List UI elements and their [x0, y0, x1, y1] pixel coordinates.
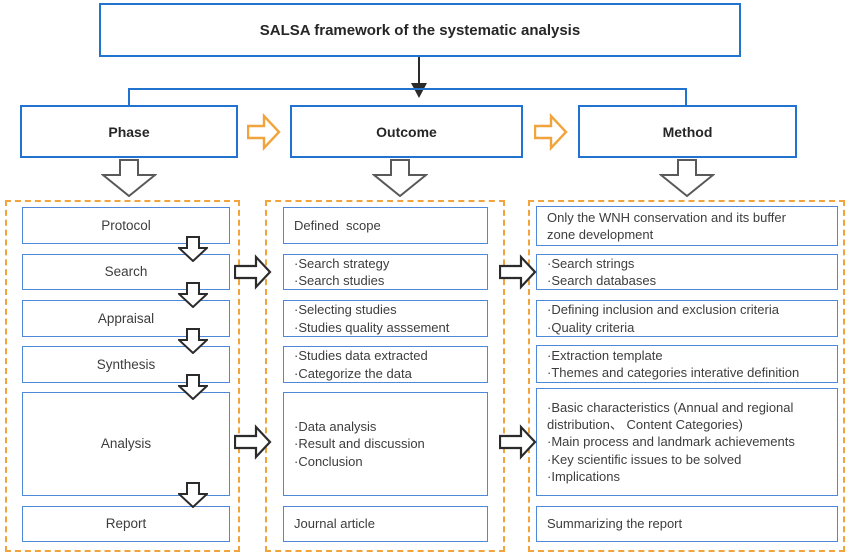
branch-connector-right-stub [685, 88, 687, 105]
hollow-right-arrow-icon [499, 424, 537, 460]
phase-step-analysis: Analysis [22, 392, 230, 496]
outcome-node-analysis: ·Data analysis ·Result and discussion ·C… [283, 392, 488, 496]
hollow-down-arrow-icon [178, 282, 208, 308]
outcome-header-box: Outcome [290, 105, 523, 158]
hollow-down-arrow-icon [372, 159, 428, 197]
branch-connector-line [128, 88, 687, 90]
hollow-right-arrow-icon [234, 254, 272, 290]
outcome-node-search: ·Search strategy ·Search studies [283, 254, 488, 290]
diagram-title-box: SALSA framework of the systematic analys… [99, 3, 741, 57]
hollow-down-arrow-icon [178, 236, 208, 262]
method-header-box: Method [578, 105, 797, 158]
outcome-column-frame [265, 200, 505, 552]
hollow-down-arrow-icon [178, 328, 208, 354]
hollow-right-arrow-icon [499, 254, 537, 290]
title-connector-line [418, 57, 420, 84]
hollow-right-arrow-icon [247, 113, 281, 151]
phase-column-frame [5, 200, 240, 552]
hollow-down-arrow-icon [659, 159, 715, 197]
method-header-label: Method [662, 123, 713, 140]
method-node-analysis: ·Basic characteristics (Annual and regio… [536, 388, 838, 496]
method-node-report: Summarizing the report [536, 506, 838, 542]
hollow-down-arrow-icon [101, 159, 157, 197]
method-node-scope: Only the WNH conservation and its buffer… [536, 206, 838, 246]
method-node-synthesis: ·Extraction template ·Themes and categor… [536, 345, 838, 383]
outcome-node-synthesis: ·Studies data extracted ·Categorize the … [283, 346, 488, 383]
phase-header-box: Phase [20, 105, 238, 158]
down-arrow-icon [411, 83, 427, 98]
method-node-appraisal: ·Defining inclusion and exclusion criter… [536, 300, 838, 337]
diagram-title: SALSA framework of the systematic analys… [259, 21, 581, 39]
branch-connector-left-stub [128, 88, 130, 105]
method-node-search: ·Search strings ·Search databases [536, 254, 838, 290]
outcome-node-appraisal: ·Selecting studies ·Studies quality asss… [283, 300, 488, 337]
hollow-right-arrow-icon [534, 113, 568, 151]
method-column-frame [528, 200, 845, 552]
phase-header-label: Phase [108, 123, 150, 140]
phase-step-report: Report [22, 506, 230, 542]
outcome-header-label: Outcome [376, 123, 437, 140]
hollow-down-arrow-icon [178, 482, 208, 508]
hollow-down-arrow-icon [178, 374, 208, 400]
outcome-node-defined-scope: Defined scope [283, 207, 488, 244]
hollow-right-arrow-icon [234, 424, 272, 460]
outcome-node-report: Journal article [283, 506, 488, 542]
